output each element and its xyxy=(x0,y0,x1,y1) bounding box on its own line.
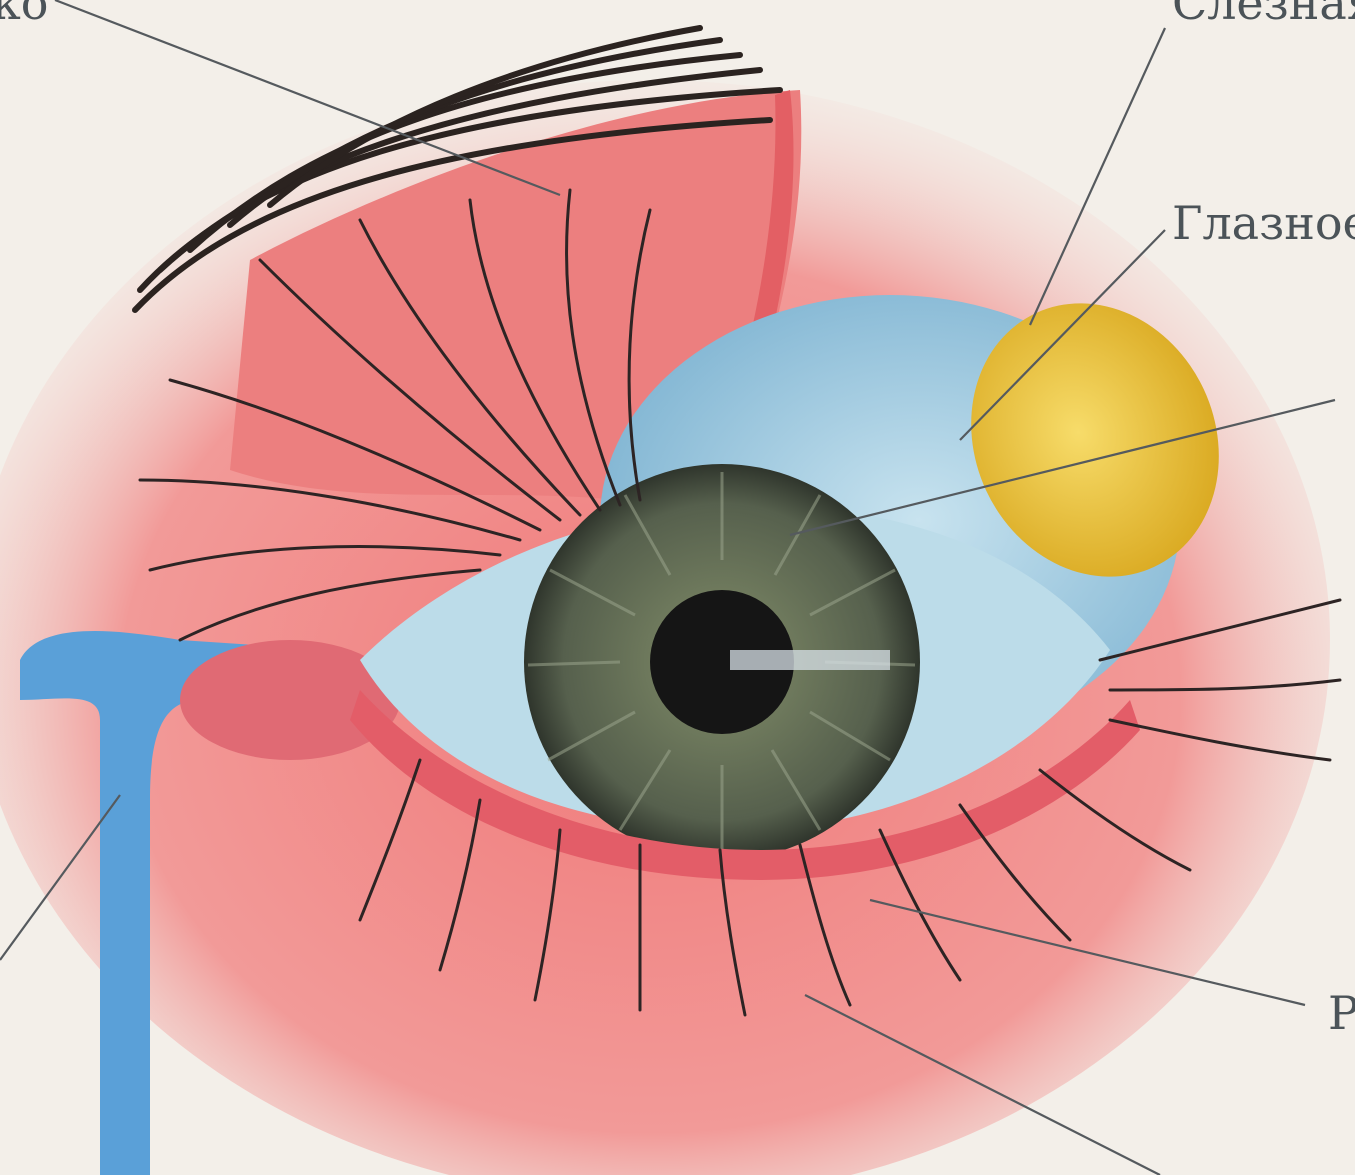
label-top-left: ко xyxy=(0,0,48,26)
label-lacrimal-gland: Слезная xyxy=(1172,0,1355,26)
label-eyeball: Глазное xyxy=(1172,200,1355,246)
label-low-right: Р xyxy=(1328,990,1355,1036)
pupil-reflection xyxy=(730,650,890,670)
